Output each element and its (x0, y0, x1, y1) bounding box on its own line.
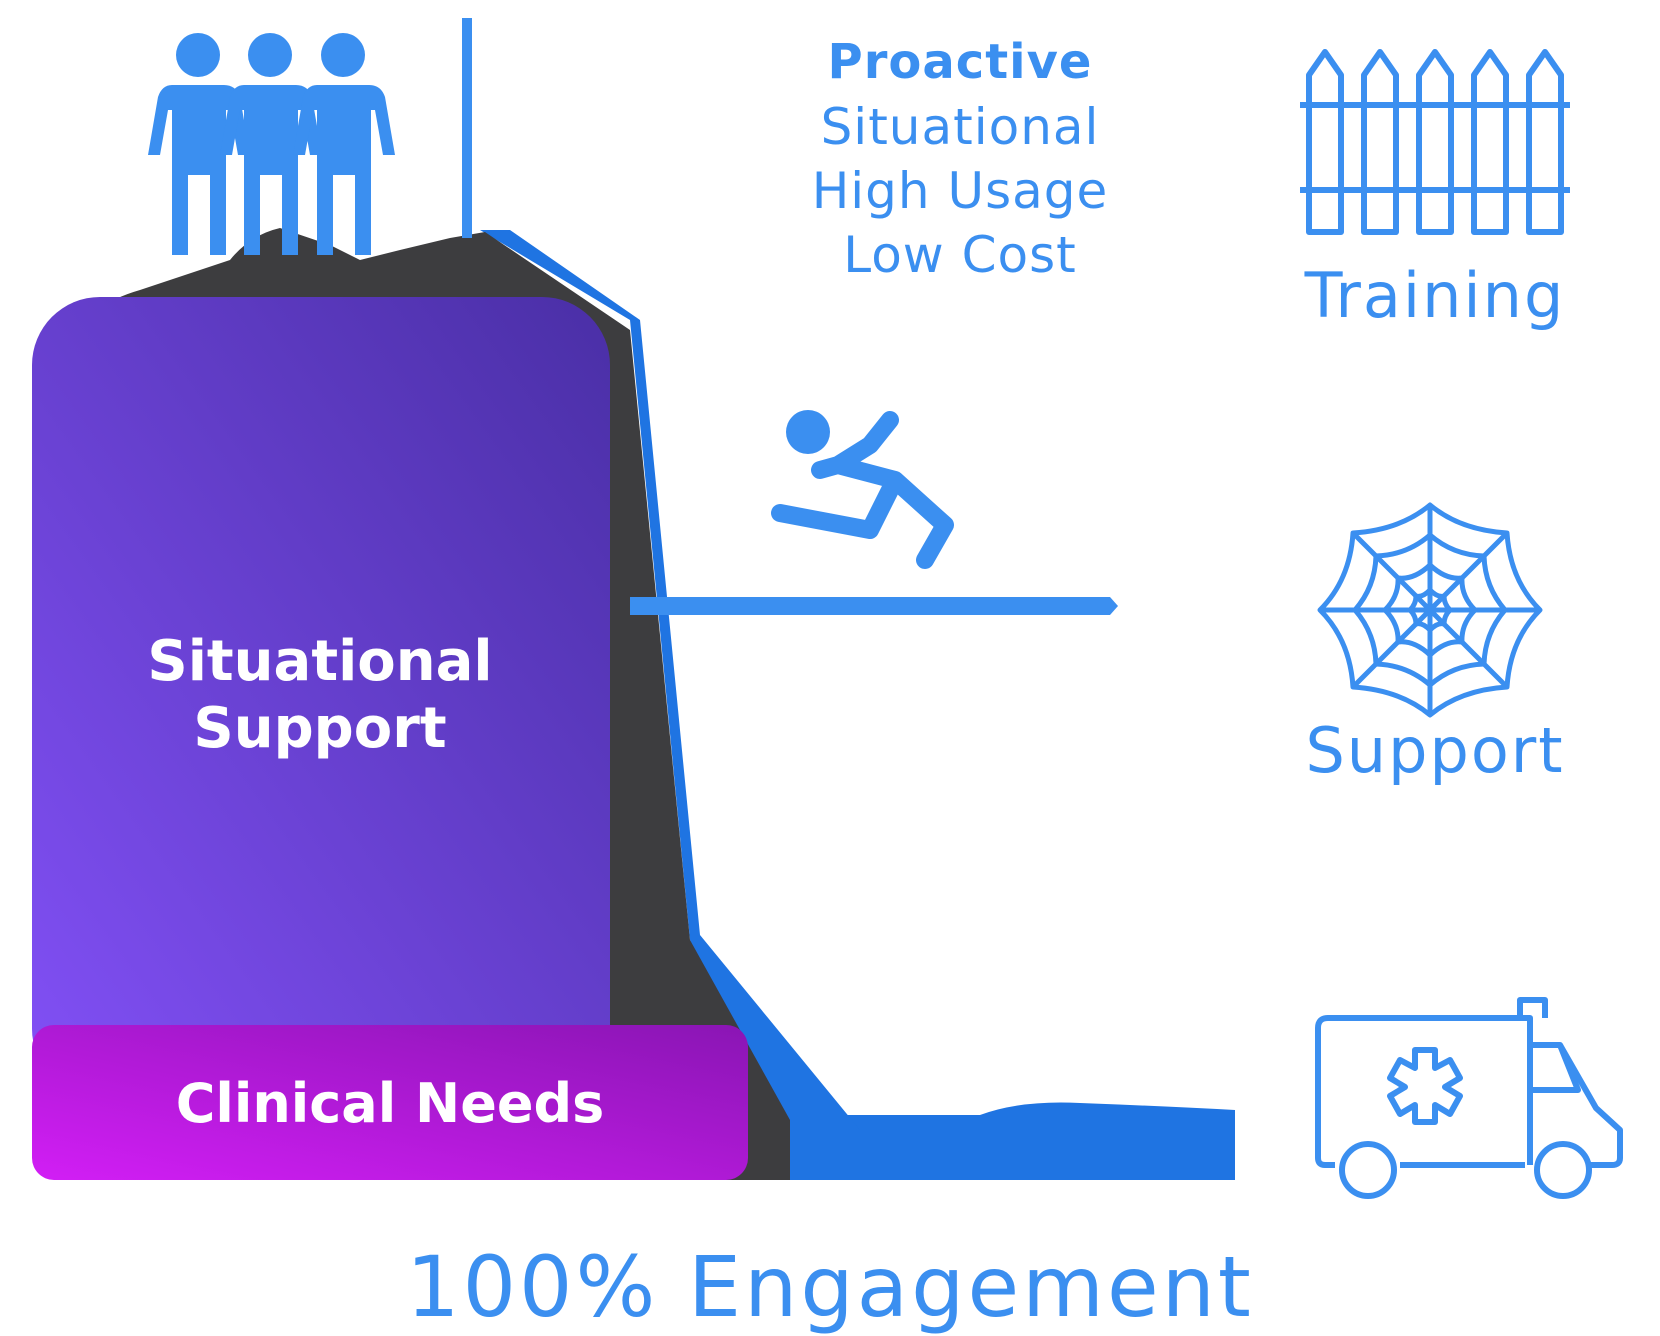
characteristic-item: Low Cost (843, 226, 1077, 284)
training-label: Training (1304, 259, 1566, 332)
water-pool (780, 1115, 1235, 1180)
characteristic-item: High Usage (811, 162, 1109, 220)
engagement-caption: 100% Engagement (406, 1238, 1254, 1336)
fence-icon (1300, 49, 1570, 235)
situational-support-label: Situational Support (147, 629, 493, 762)
clinical-needs-block (32, 1025, 748, 1180)
falling-person-icon (771, 410, 954, 569)
ambulance-icon (1315, 997, 1623, 1199)
diving-board (630, 597, 1118, 615)
characteristic-item: Situational (820, 98, 1100, 156)
spider-web-icon (1317, 502, 1543, 718)
people-group-icon (148, 33, 395, 255)
characteristics-heading: Proactive (827, 34, 1093, 90)
cliff-edge (480, 230, 860, 1180)
pole (462, 18, 472, 238)
characteristics-list: Proactive Situational High Usage Low Cos… (760, 38, 1160, 294)
support-label: Support (1305, 714, 1565, 787)
situational-support-block (32, 297, 610, 1097)
clinical-needs-label: Clinical Needs (175, 1072, 605, 1135)
